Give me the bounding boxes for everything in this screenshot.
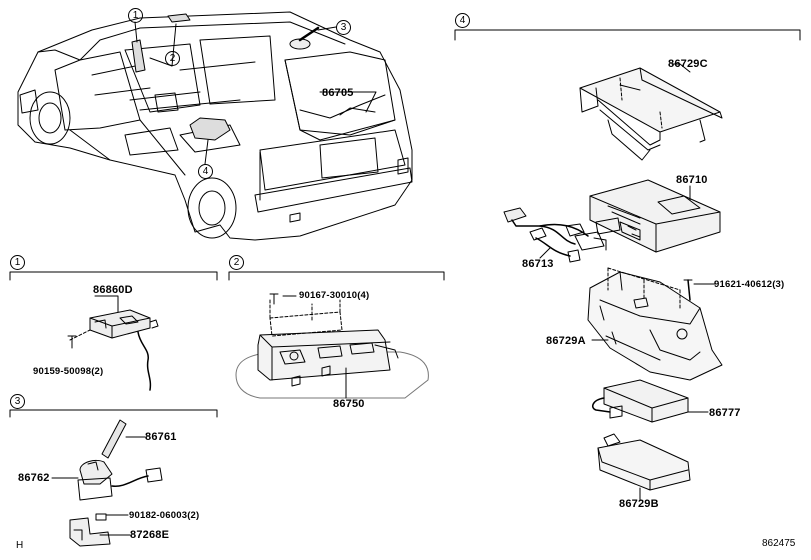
part-label-86729A: 86729A: [546, 335, 586, 347]
roof-console-86750: [235, 299, 429, 399]
microphone-assembly-86860D: [89, 309, 159, 391]
part-label-86777: 86777: [709, 407, 741, 419]
section-1-marker: 1: [10, 255, 25, 270]
amplifier-86710: [589, 179, 721, 253]
part-label-86761: 86761: [145, 431, 177, 443]
callout-4: 4: [198, 164, 213, 179]
module-86777: [591, 379, 689, 423]
diagram-number: 862475: [762, 538, 796, 549]
part-label-90182-06003: 90182-06003(2): [129, 510, 200, 521]
callout-3: 3: [336, 20, 351, 35]
section-3-marker: 3: [10, 394, 25, 409]
bracket-86729C: [579, 67, 723, 161]
wire-harness-86713: [503, 207, 607, 263]
part-label-86860D: 86860D: [93, 284, 133, 296]
part-label-86705: 86705: [322, 87, 354, 99]
part-label-86713: 86713: [522, 258, 554, 270]
bracket-86729A: [587, 267, 723, 381]
callout-1: 1: [128, 8, 143, 23]
section-2-marker: 2: [229, 255, 244, 270]
part-label-87268E: 87268E: [130, 529, 170, 541]
part-label-86729C: 86729C: [668, 58, 708, 70]
part-label-86710: 86710: [676, 174, 708, 186]
bracket-86729B: [597, 433, 691, 491]
part-label-90159-50098: 90159-50098(2): [33, 366, 104, 377]
footer-left-mark: H: [16, 540, 24, 551]
part-label-86762: 86762: [18, 472, 50, 484]
section-4-marker: 4: [455, 13, 470, 28]
part-label-86750: 86750: [333, 398, 365, 410]
callout-2: 2: [165, 51, 180, 66]
vehicle-illustration: [17, 11, 413, 241]
part-label-86729B: 86729B: [619, 498, 659, 510]
antenna-86761-86762: [69, 419, 163, 547]
part-label-90167-30010: 90167-30010(4): [299, 290, 370, 301]
part-label-91621-40612: 91621-40612(3): [714, 279, 785, 290]
